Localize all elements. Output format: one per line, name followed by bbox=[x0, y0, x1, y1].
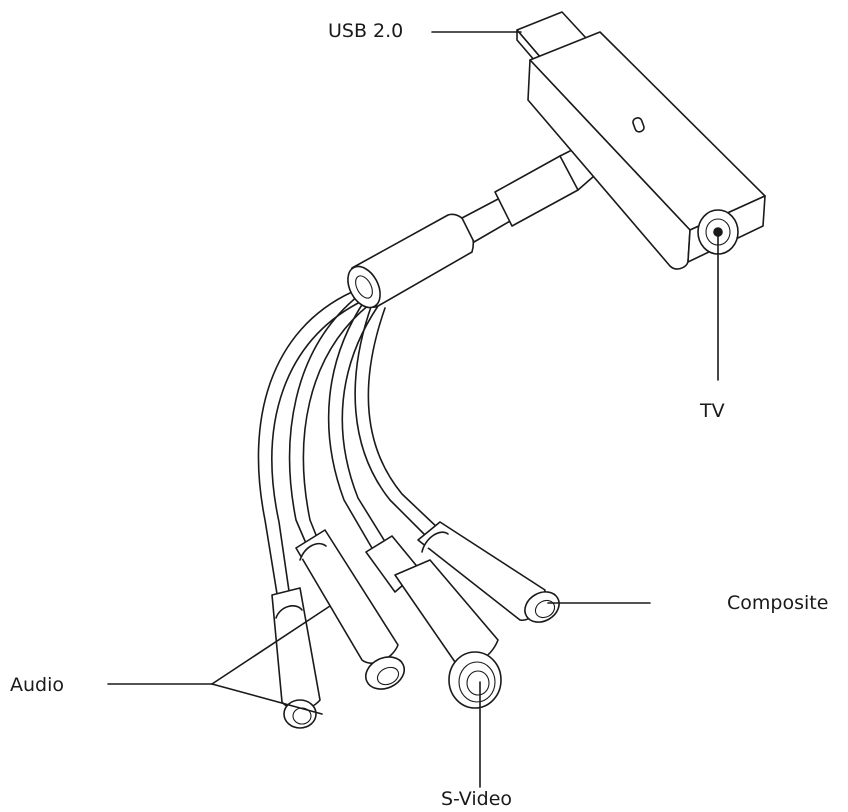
audio-leader-branch-upper bbox=[211, 605, 331, 685]
usb-label: USB 2.0 bbox=[328, 20, 404, 42]
cable-strain-relief bbox=[461, 145, 602, 243]
usb-dongle bbox=[516, 11, 766, 270]
svideo-label: S-Video bbox=[441, 788, 513, 810]
tv-label: TV bbox=[700, 400, 725, 422]
cable-bundle bbox=[257, 291, 441, 601]
composite-cable bbox=[354, 303, 441, 541]
audio-label: Audio bbox=[10, 674, 65, 696]
audio-cable-right bbox=[288, 295, 371, 549]
composite-label: Composite bbox=[727, 592, 829, 614]
audio-leader-branch-lower bbox=[211, 683, 323, 715]
composite-connector bbox=[417, 521, 560, 623]
svideo-connector bbox=[365, 535, 502, 709]
led-indicator bbox=[632, 117, 645, 133]
ferrite-bead bbox=[347, 213, 475, 309]
audio-connector-right bbox=[295, 529, 406, 690]
leader-lines bbox=[107, 31, 719, 788]
